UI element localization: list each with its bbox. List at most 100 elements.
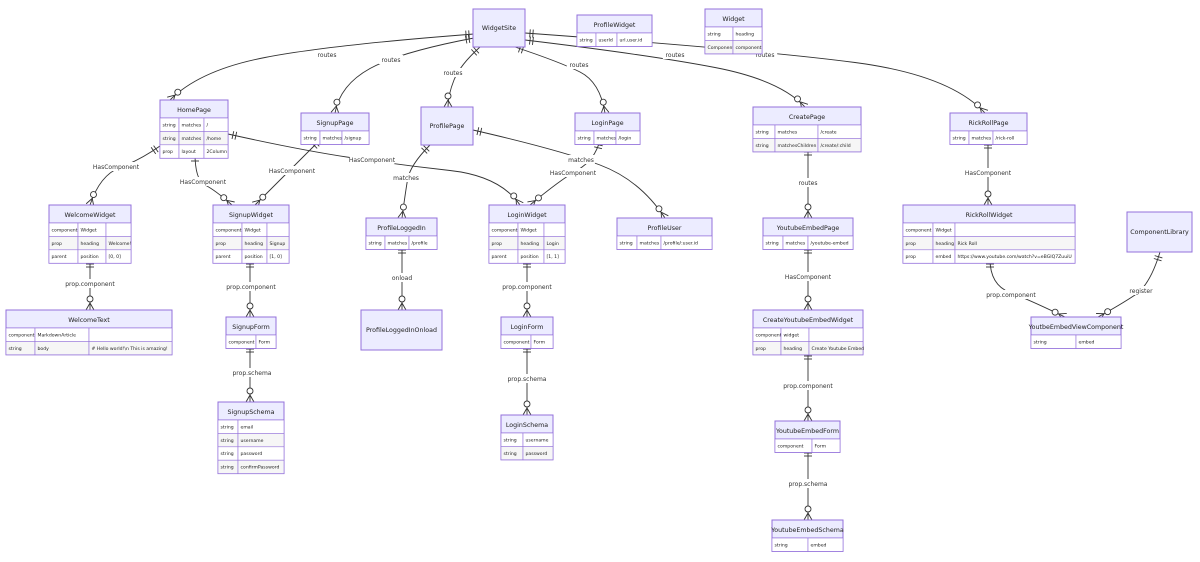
relationship-label-bg	[392, 173, 420, 182]
attribute-text: heading	[936, 241, 955, 247]
attribute-text: password	[526, 451, 548, 457]
relationship-label: matches	[568, 157, 594, 164]
attribute-cell	[543, 249, 566, 264]
relationship-label: routes	[570, 62, 589, 69]
attribute-text: Create Youtube Embed	[812, 346, 865, 352]
zero-marker	[246, 387, 254, 395]
zero-marker	[523, 400, 531, 408]
relationship-label: routes	[444, 70, 463, 77]
zero-marker	[246, 302, 254, 310]
relationship-label-bg	[506, 374, 548, 383]
entity-title: SignupPage	[317, 120, 354, 127]
crow-foot-marker	[249, 394, 255, 403]
relationship-label-bg	[64, 279, 116, 288]
entity-title: ComponentLibrary	[1130, 229, 1189, 236]
one-marker	[529, 36, 531, 45]
attribute-text: Rick Roll	[958, 241, 977, 247]
crow-foot-marker	[600, 105, 605, 114]
relationship-label: matches	[393, 175, 419, 182]
attribute-text: component	[492, 227, 518, 233]
relationship-login-widget-to-login-form: prop.component	[501, 259, 553, 318]
relationship-label-bg	[440, 68, 466, 77]
attribute-cell	[408, 235, 438, 250]
entity-title: WidgetSite	[482, 25, 516, 32]
entity-title: SignupWidget	[229, 212, 273, 219]
attribute-text: component	[504, 339, 530, 345]
relationship-label-bg	[389, 273, 415, 282]
entity-box	[420, 106, 474, 146]
attribute-text: matches	[182, 136, 202, 142]
relationship-label: prop.component	[65, 281, 115, 288]
attribute-text: widget	[784, 332, 800, 338]
relationship-label-bg	[965, 168, 1011, 177]
attribute-text: Component	[708, 45, 735, 51]
attribute-text: string	[9, 346, 22, 352]
entity-title: ProfileUser	[648, 225, 682, 232]
relationship-label-bg	[269, 166, 315, 175]
relationship-line	[89, 145, 161, 206]
crow-foot-marker	[803, 302, 809, 311]
relationship-label-bg	[985, 290, 1037, 299]
relationship-label-bg	[1125, 286, 1157, 295]
attribute-cell	[237, 459, 285, 474]
one-marker	[234, 131, 238, 140]
crow-foot-marker	[447, 99, 453, 108]
zero-marker	[510, 192, 518, 200]
crow-foot-marker	[401, 302, 407, 311]
relationship-rick-roll-page-to-rick-roll-widget: HasComponent	[965, 140, 1012, 206]
crow-foot-marker	[660, 211, 669, 217]
attribute-text: /	[207, 122, 209, 128]
one-marker	[423, 145, 430, 152]
attribute-text: [1, 0]	[270, 254, 283, 260]
relationship-label-bg	[787, 479, 829, 488]
attribute-text: string	[953, 135, 966, 141]
crow-foot-marker	[249, 309, 255, 318]
attribute-text: https://www.youtube.com/watch?v=eBGIQ7Zu…	[958, 254, 1072, 260]
attribute-cell	[817, 138, 862, 153]
attribute-cell	[616, 32, 653, 47]
attribute-text: component	[906, 227, 932, 233]
crow-foot-marker	[980, 107, 989, 111]
crow-foot-marker	[89, 302, 95, 311]
attribute-text: matches	[323, 135, 343, 141]
attribute-cell	[732, 40, 763, 55]
crow-foot-marker	[522, 407, 528, 416]
attribute-text: string	[304, 135, 317, 141]
crow-foot-marker	[527, 200, 536, 203]
attribute-text: /profile	[412, 240, 428, 246]
zero-marker	[259, 193, 267, 201]
crow-foot-marker	[807, 512, 813, 521]
relationship-signup-form-to-signup-schema: prop.schema	[231, 344, 273, 403]
entity-box	[472, 8, 526, 48]
attribute-text: string	[369, 240, 382, 246]
attribute-cell	[105, 249, 132, 264]
attribute-text: component	[778, 443, 804, 449]
zero-marker	[398, 295, 406, 303]
attribute-text: [0, 0]	[109, 254, 122, 260]
relationship-label-bg	[93, 162, 139, 171]
attribute-text: body	[38, 346, 50, 352]
relationship-label-bg	[349, 155, 395, 164]
relationship-label: prop.component	[986, 292, 1036, 299]
zero-marker	[804, 203, 812, 211]
relationship-label: prop.component	[783, 383, 833, 390]
attribute-cell	[660, 235, 713, 250]
entity-title: WelcomeWidget	[65, 212, 117, 219]
attribute-text: parent	[216, 254, 231, 260]
relationship-label: routes	[382, 57, 401, 64]
attribute-text: url.user.id	[620, 37, 643, 43]
attribute-cell	[615, 130, 641, 145]
attribute-text: Welcome!	[109, 241, 132, 247]
relationship-label-bg	[566, 60, 592, 69]
attribute-text: string	[708, 31, 721, 37]
relationship-widget-site-to-home-page: routes	[167, 30, 475, 103]
crow-foot-marker	[807, 302, 813, 311]
zero-marker	[804, 406, 812, 414]
